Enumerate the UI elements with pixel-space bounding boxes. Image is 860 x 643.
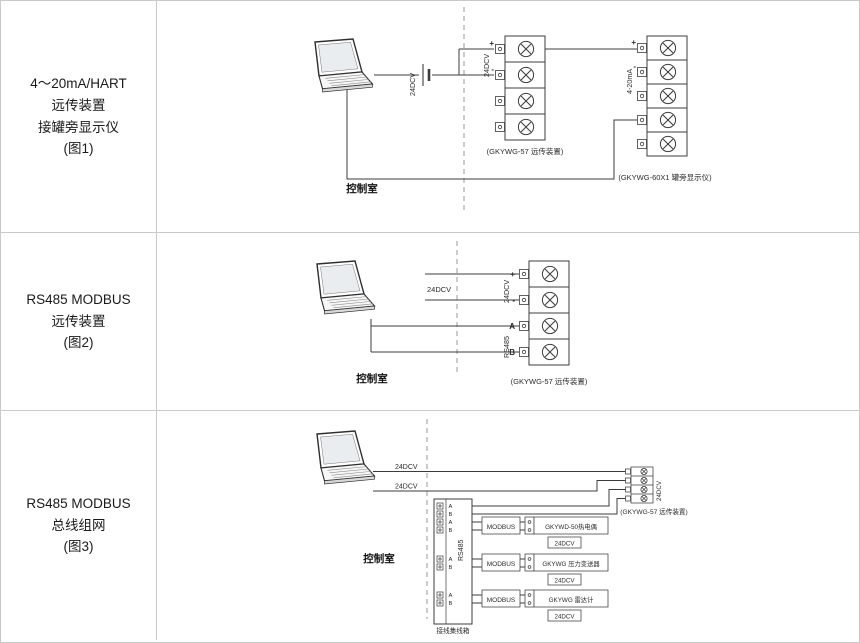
remote-terminal-block (625, 466, 654, 504)
battery-icon (422, 64, 431, 86)
control-room-label: 控制室 (356, 372, 388, 385)
transmitter-power-label: 24DCV (482, 54, 491, 77)
device-pressure-transmitter: GKYWG 压力变送器 24DCV (524, 553, 609, 586)
wires (346, 48, 637, 180)
device-radar-gauge: GKYWG 雷达计 24DCV (524, 589, 609, 622)
remote-caption: (GKYWG-57 远传装置) (620, 507, 687, 516)
port-b-label: B (449, 565, 453, 571)
title-line: 4～20mA/HART (30, 75, 127, 91)
figure-2-row: RS485 MODBUS 远传装置 (图2) 24DCV 24DCV RS485… (1, 232, 859, 410)
transmitter-terminal-block (519, 260, 570, 366)
laptop-icon (316, 260, 376, 315)
modbus-label: MODBUS (487, 524, 516, 531)
figure-2-diagram-cell: 24DCV 24DCV RS485 + - A B (GKYWG-57 远传装置… (157, 233, 859, 410)
power-wire-label: 24DCV (427, 285, 451, 294)
device-thermocouple: GKYWD-50热电偶 24DCV (524, 516, 609, 549)
hub-caption: 接线集线箱 (437, 626, 470, 635)
title-line: (图3) (63, 539, 94, 555)
figure-3-diagram: 24DCV 24DCV 24DCV (GKYWG-57 远传装置) (316, 419, 688, 635)
hub-bus-label: RS485 (458, 539, 465, 561)
device-power-label: 24DCV (555, 577, 576, 584)
battery-voltage-label: 24DCV (408, 73, 417, 96)
transmitter-caption: (GKYWG-57 远传装置) (511, 376, 588, 386)
figure-3-title: RS485 MODBUS 总线组网 (图3) (1, 411, 157, 640)
title-line: RS485 MODBUS (26, 291, 131, 307)
figure-1-diagram-cell: 24DCV 24DCV + - (GKYWG-57 远传装置) 4-20mA +… (157, 1, 859, 232)
port-b-label: B (449, 528, 453, 534)
terminal-minus-label: - (633, 62, 636, 71)
figure-1-diagram: 24DCV 24DCV + - (GKYWG-57 远传装置) 4-20mA +… (314, 7, 712, 213)
wires (370, 273, 519, 353)
modbus-label: MODBUS (487, 597, 516, 604)
display-terminal-block (637, 35, 688, 157)
terminal-minus-label: - (512, 296, 515, 305)
port-b-label: B (449, 601, 453, 607)
laptop-icon (316, 430, 376, 485)
wires (373, 471, 628, 604)
port-a-label: A (449, 557, 453, 563)
terminal-b-label: B (509, 348, 515, 357)
power-wire-label: 24DCV (395, 464, 418, 471)
power-wire-label: 24DCV (395, 484, 418, 491)
title-line: 总线组网 (51, 517, 106, 533)
device-name: GKYWD-50热电偶 (545, 522, 597, 531)
bus-hub-box: A B A B A B A B RS485 (433, 498, 473, 625)
port-b-label: B (449, 512, 453, 518)
transmitter-caption: (GKYWG-57 远传装置) (487, 146, 564, 156)
device-name: GKYWG 雷达计 (549, 595, 594, 604)
title-line: (图1) (63, 141, 94, 157)
title-line: 远传装置 (51, 313, 106, 329)
terminal-plus-label: + (510, 270, 515, 279)
figure-1-title: 4～20mA/HART 远传装置 接罐旁显示仪 (图1) (1, 1, 157, 232)
terminal-plus-label: + (631, 38, 636, 47)
modbus-node: MODBUS (481, 589, 521, 608)
figure-1-row: 4～20mA/HART 远传装置 接罐旁显示仪 (图1) 24DCV (1, 1, 859, 232)
figure-3-row: RS485 MODBUS 总线组网 (图3) 24DCV 24DCV (1, 410, 859, 640)
figure-3-diagram-cell: 24DCV 24DCV 24DCV (GKYWG-57 远传装置) (157, 411, 859, 640)
display-signal-label: 4-20mA (625, 69, 634, 94)
control-room-label: 控制室 (363, 552, 395, 565)
title-line: RS485 MODBUS (26, 495, 131, 511)
transmitter-terminal-block (495, 35, 546, 141)
title-line: 接罐旁显示仪 (38, 119, 119, 135)
remote-power-label: 24DCV (656, 480, 663, 501)
terminal-plus-label: + (489, 39, 494, 48)
title-line: (图2) (63, 335, 94, 351)
modbus-node: MODBUS (481, 516, 521, 535)
title-line: 远传装置 (51, 97, 106, 113)
device-power-label: 24DCV (555, 540, 576, 547)
port-a-label: A (449, 520, 453, 526)
terminal-minus-label: - (491, 65, 494, 74)
transmitter-power-label: 24DCV (502, 280, 511, 303)
device-name: GKYWG 压力变送器 (542, 559, 600, 568)
device-power-label: 24DCV (555, 613, 576, 620)
terminal-a-label: A (509, 322, 515, 331)
figure-2-diagram: 24DCV 24DCV RS485 + - A B (GKYWG-57 远传装置… (316, 241, 588, 386)
control-room-label: 控制室 (346, 182, 378, 195)
transmitter-bus-label: RS485 (502, 336, 511, 358)
display-caption: (GKYWG-60X1 罐旁显示仪) (618, 172, 712, 182)
laptop-icon (314, 38, 374, 93)
port-a-label: A (449, 593, 453, 599)
figure-2-title: RS485 MODBUS 远传装置 (图2) (1, 233, 157, 410)
modbus-label: MODBUS (487, 561, 516, 568)
modbus-node: MODBUS (481, 553, 521, 572)
port-a-label: A (449, 504, 453, 510)
